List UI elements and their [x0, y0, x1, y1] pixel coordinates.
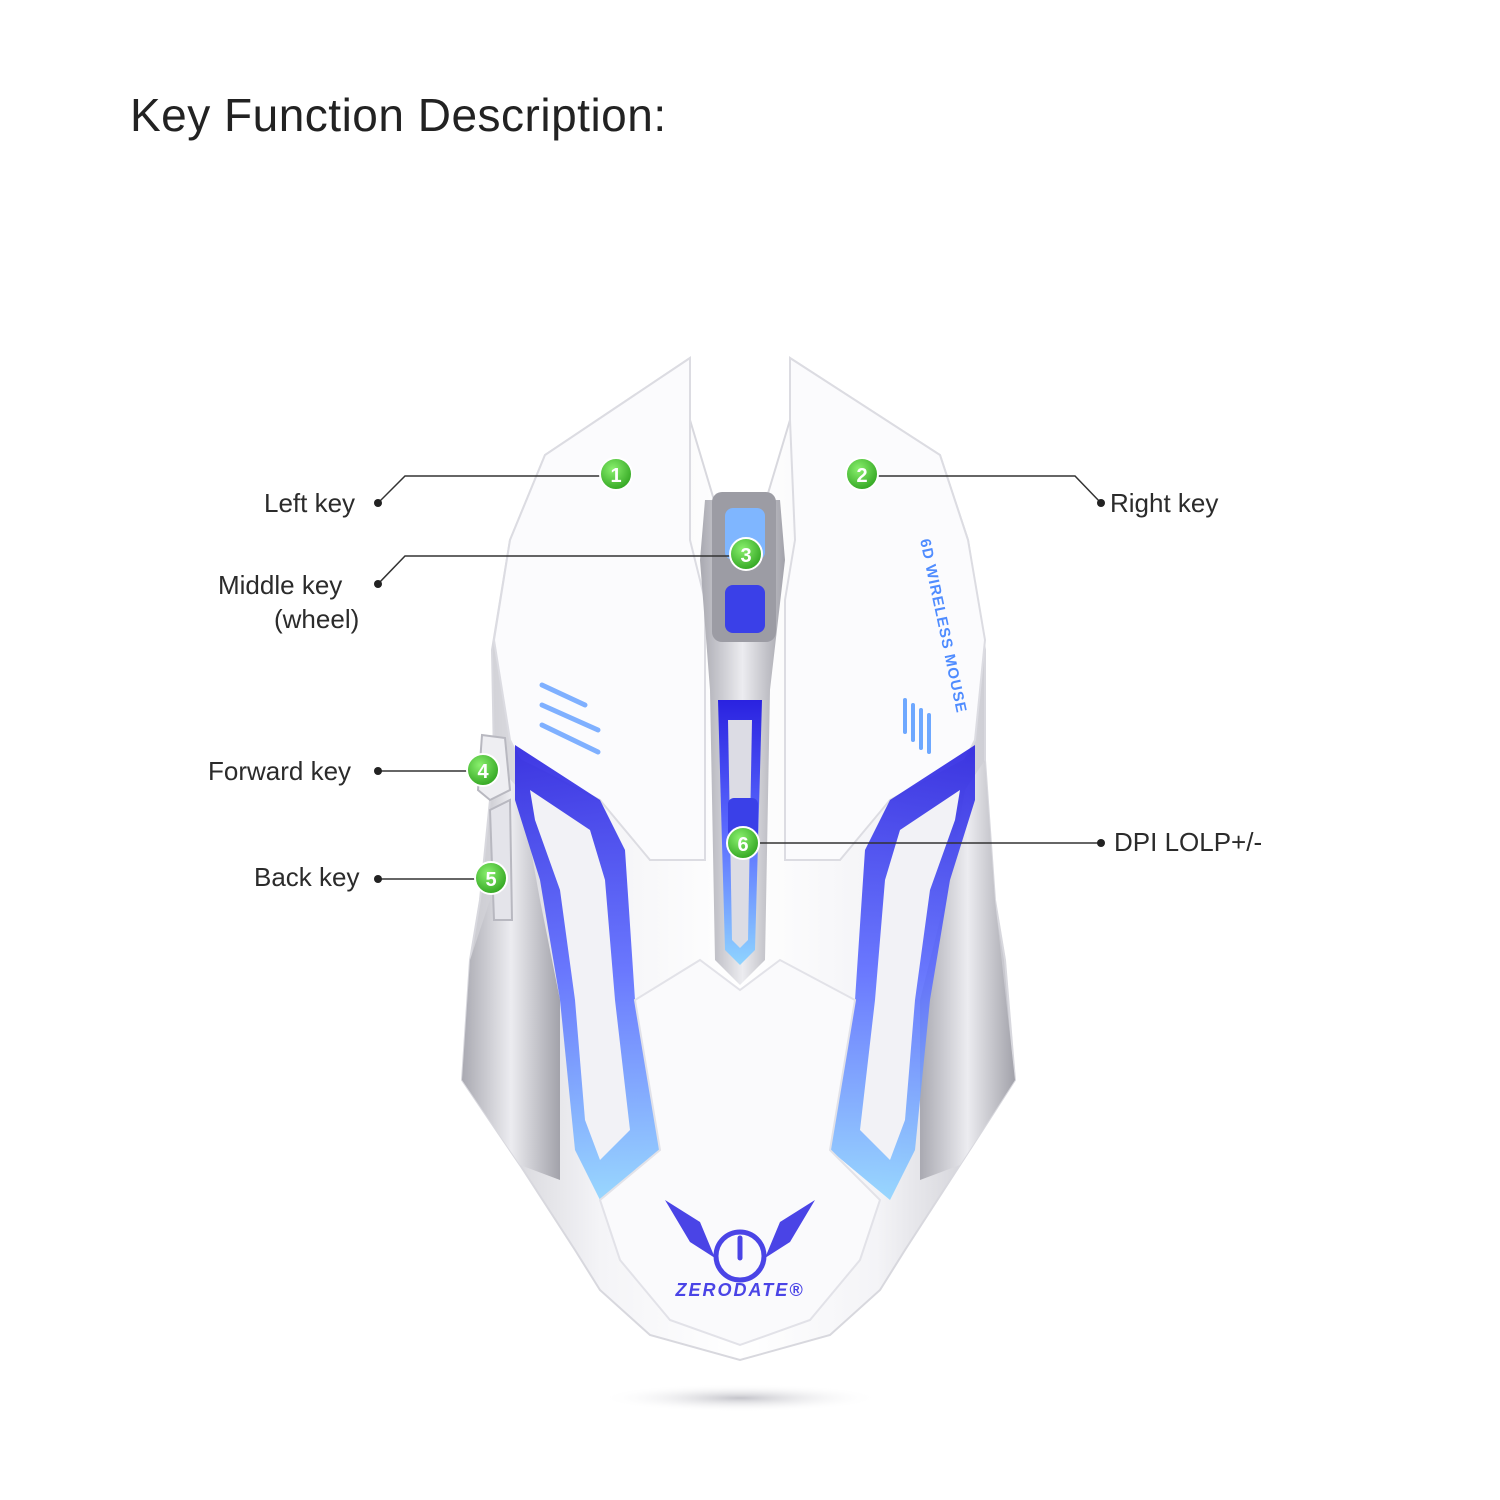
badge-5: 5: [474, 861, 508, 895]
back-button: [488, 798, 514, 921]
palm-rest: [598, 958, 882, 1347]
brand-logo: ZERODATE®: [665, 1200, 815, 1300]
badge-3-number: 3: [740, 545, 751, 567]
mouse-shadow: [600, 1384, 880, 1412]
badge-4: 4: [466, 753, 500, 787]
badge-3: 3: [729, 537, 763, 571]
leader-lines: [377, 475, 1102, 880]
badge-1: 1: [599, 457, 633, 491]
right-side-grip: [920, 760, 1015, 1180]
page-title: Key Function Description:: [130, 89, 667, 141]
badge-2-number: 2: [856, 465, 867, 487]
middle-key-label: Middle key: [218, 570, 343, 600]
badge-6-number: 6: [737, 834, 748, 856]
leader-line-1: [377, 475, 616, 504]
badge-2: 2: [845, 457, 879, 491]
brand-logo-text: ZERODATE®: [675, 1280, 805, 1300]
left-stripes: [539, 682, 601, 755]
back-key-label: Back key: [254, 862, 360, 892]
badge-1-number: 1: [610, 465, 621, 487]
right-key-label: Right key: [1110, 488, 1219, 518]
badge-5-number: 5: [485, 869, 496, 891]
dpi-key-label: DPI LOLP+/-: [1114, 827, 1263, 857]
leader-line-3: [377, 555, 746, 585]
left-glow-inner: [530, 790, 630, 1160]
left-side-grip: [462, 760, 560, 1180]
forward-key-label: Forward key: [208, 756, 352, 786]
leader-dots: [374, 499, 1105, 883]
wheel-lower: [725, 585, 765, 633]
left-key-label: Left key: [264, 488, 356, 518]
badge-6: 6: [726, 826, 760, 860]
right-glow-inner: [860, 790, 960, 1160]
middle-key-label-line2: (wheel): [274, 604, 360, 634]
badge-4-number: 4: [477, 761, 489, 783]
right-stripes: [903, 698, 931, 754]
leader-line-2: [862, 475, 1102, 504]
